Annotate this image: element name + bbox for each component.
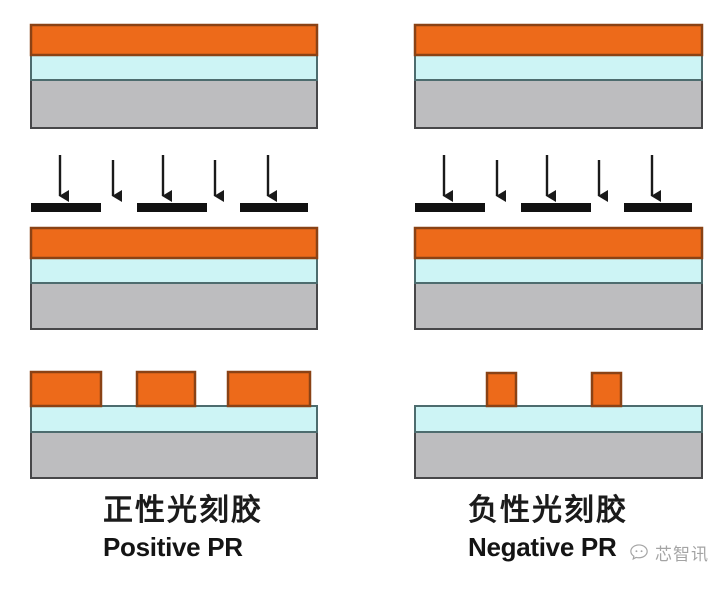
resist-block — [590, 371, 623, 408]
substrate-layer — [414, 282, 703, 330]
watermark-text: 芯智讯 — [655, 545, 709, 565]
oxide-layer — [30, 405, 318, 433]
positive-pr-label-cn: 正性光刻胶 — [103, 493, 263, 528]
photoresist-layer — [29, 23, 319, 57]
photomask-negative — [415, 203, 692, 212]
exposure-arrows-negative — [442, 155, 661, 202]
photoresist-layer — [413, 23, 704, 57]
photoresist-layer — [29, 226, 319, 260]
oxide-layer — [30, 257, 318, 284]
substrate-layer — [30, 431, 318, 479]
substrate-layer — [414, 79, 703, 129]
row-developed-positive — [29, 370, 318, 479]
photomask-positive — [31, 203, 308, 212]
oxide-layer — [414, 54, 703, 81]
exposure-arrows-positive — [58, 155, 277, 202]
mask-bar — [521, 203, 591, 212]
oxide-layer — [414, 257, 703, 284]
row-exposed-negative — [413, 226, 704, 330]
row-exposed-positive — [29, 226, 319, 330]
oxide-layer — [30, 54, 318, 81]
negative-pr-label: 负性光刻胶 Negative PR — [468, 493, 628, 564]
photoresist-layer — [413, 226, 704, 260]
mask-bar — [31, 203, 101, 212]
substrate-layer — [414, 431, 703, 479]
mask-bar — [137, 203, 207, 212]
mask-bar — [624, 203, 692, 212]
substrate-layer — [30, 282, 318, 330]
substrate-layer — [30, 79, 318, 129]
positive-pr-label-en: Positive PR — [103, 532, 243, 563]
watermark: 芯智讯 — [628, 540, 709, 565]
row-coated-negative — [413, 23, 704, 129]
row-developed-negative — [414, 371, 703, 479]
resist-block — [226, 370, 312, 408]
resist-block — [29, 370, 103, 408]
resist-block — [135, 370, 197, 408]
chat-bubble-icon — [630, 543, 648, 560]
resist-block — [485, 371, 518, 408]
mask-bar — [240, 203, 308, 212]
mask-bar — [415, 203, 485, 212]
row-coated-positive — [29, 23, 319, 129]
negative-pr-label-en: Negative PR — [468, 532, 617, 563]
negative-pr-label-cn: 负性光刻胶 — [468, 493, 628, 528]
oxide-layer — [414, 405, 703, 433]
positive-pr-label: 正性光刻胶 Positive PR — [103, 493, 263, 564]
